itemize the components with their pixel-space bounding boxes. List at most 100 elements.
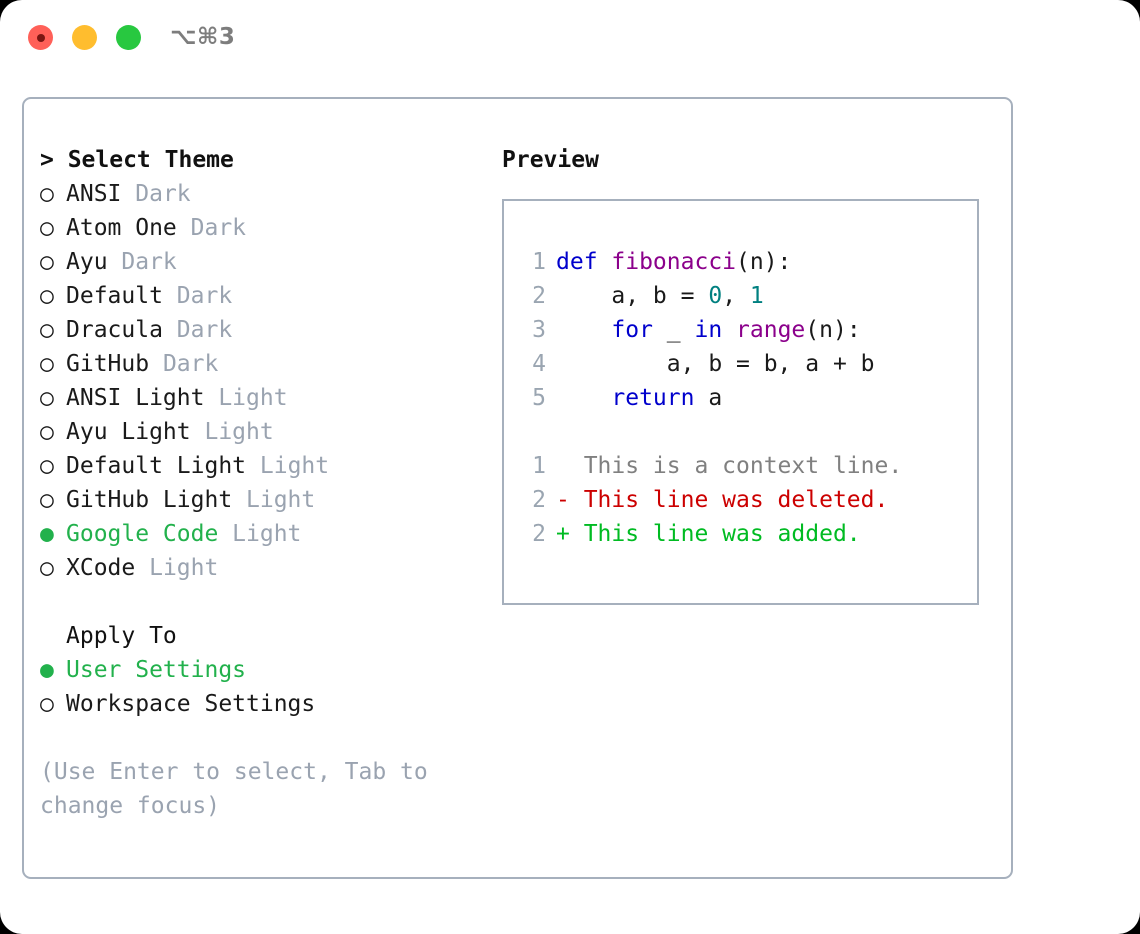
keyboard-hint: (Use Enter to select, Tab to change focu… <box>40 759 428 819</box>
radio-unselected-icon: ○ <box>40 691 54 717</box>
theme-option-tag: Dark <box>162 351 219 377</box>
theme-picker-column: > Select Theme ○ANSI Dark○Atom One Dark○… <box>40 143 480 823</box>
radio-unselected-icon: ○ <box>40 215 54 241</box>
diff-line-ctx: 1 This is a context line. <box>518 449 977 483</box>
code-token: _ <box>652 317 695 343</box>
diff-sample: 1 This is a context line. 2 - This line wa… <box>518 449 977 551</box>
code-token: a, b = <box>556 283 709 309</box>
radio-unselected-icon: ○ <box>40 283 54 309</box>
code-line: 5 return a <box>518 381 977 415</box>
theme-option-default[interactable]: ○ Default Dark <box>40 279 480 313</box>
theme-option-default-light[interactable]: ○Default Light Light <box>40 449 480 483</box>
line-number: 2 <box>532 521 546 547</box>
code-token: a, b = b, a + b <box>556 351 875 377</box>
diff-line-text: - This line was deleted. <box>556 487 889 513</box>
theme-option-tag: Dark <box>176 283 233 309</box>
minimize-button[interactable] <box>72 25 97 50</box>
line-number: 2 <box>532 487 546 513</box>
apply-to-option-label: User Settings <box>66 657 247 683</box>
diff-line-text: + This line was added. <box>556 521 861 547</box>
theme-picker-heading: > Select Theme <box>40 147 234 173</box>
theme-option-tag: Light <box>149 555 219 581</box>
diff-line-del: 2 - This line was deleted. <box>518 483 977 517</box>
theme-option-label: ANSI Light <box>66 385 219 411</box>
radio-unselected-icon: ○ <box>40 181 54 207</box>
theme-option-label: Ayu <box>66 249 122 275</box>
line-number: 1 <box>532 453 546 479</box>
title-bar: ⌥⌘3 <box>0 0 1140 78</box>
code-token: for <box>611 317 653 343</box>
theme-option-google-code[interactable]: ● Google Code Light <box>40 517 480 551</box>
line-number: 5 <box>532 385 546 411</box>
theme-option-tag: Dark <box>190 215 247 241</box>
radio-selected-icon: ● <box>40 657 54 683</box>
code-token: in <box>694 317 723 343</box>
theme-option-list: ○ ANSI Dark ○ Atom One Dark ○ Ayu Dark ○ Defaul… <box>40 177 480 585</box>
apply-to-heading: Apply To <box>66 623 177 649</box>
code-token: a <box>694 385 723 411</box>
theme-option-label: Atom One <box>66 215 191 241</box>
theme-option-tag: Light <box>232 521 302 547</box>
theme-option-label: ANSI <box>66 181 136 207</box>
apply-to-option-user-settings[interactable]: ● User Settings <box>40 653 480 687</box>
radio-selected-icon: ● <box>40 521 54 547</box>
apply-to-option-list: ● User Settings ○ Workspace Settings <box>40 653 480 721</box>
keyboard-shortcut-label: ⌥⌘3 <box>170 24 236 50</box>
theme-option-github-light[interactable]: ○ GitHub Light Light <box>40 483 480 517</box>
code-token <box>722 317 736 343</box>
code-token: range <box>736 317 806 343</box>
code-token: , <box>722 283 750 309</box>
theme-option-ayu[interactable]: ○ Ayu Dark <box>40 245 480 279</box>
radio-unselected-icon: ○ <box>40 419 54 445</box>
theme-option-label: Google Code <box>66 521 233 547</box>
preview-heading: Preview <box>502 147 599 173</box>
code-line: 2 a, b = 0, 1 <box>518 279 977 313</box>
close-button[interactable] <box>28 25 53 50</box>
line-number: 4 <box>532 351 546 377</box>
radio-unselected-icon: ○ <box>40 249 54 275</box>
radio-unselected-icon: ○ <box>40 453 54 479</box>
theme-option-tag: Dark <box>121 249 177 275</box>
theme-option-dracula[interactable]: ○Dracula Dark <box>40 313 480 347</box>
line-number: 1 <box>532 249 546 275</box>
apply-to-option-label: Workspace Settings <box>66 691 316 717</box>
theme-option-label: Dracula <box>66 317 177 343</box>
theme-option-label: Default <box>66 283 177 309</box>
line-number: 3 <box>532 317 546 343</box>
theme-option-label: GitHub <box>66 351 163 377</box>
theme-option-tag: Dark <box>176 317 233 343</box>
theme-option-tag: Light <box>218 385 288 411</box>
code-line: 4 a, b = b, a + b <box>518 347 977 381</box>
radio-unselected-icon: ○ <box>40 351 54 377</box>
theme-option-ansi-light[interactable]: ○ANSI Light Light <box>40 381 480 415</box>
theme-option-label: GitHub Light <box>66 487 247 513</box>
theme-option-label: Default Light <box>66 453 260 479</box>
theme-option-ansi[interactable]: ○ ANSI Dark <box>40 177 480 211</box>
diff-line-add: 2 + This line was added. <box>518 517 977 551</box>
radio-unselected-icon: ○ <box>40 487 54 513</box>
code-token: (n): <box>805 317 861 343</box>
diff-line-text: This is a context line. <box>556 453 903 479</box>
theme-option-label: Ayu Light <box>66 419 205 445</box>
theme-option-label: XCode <box>66 555 150 581</box>
line-number: 2 <box>532 283 546 309</box>
code-line: 3 for _ in range(n): <box>518 313 977 347</box>
maximize-button[interactable] <box>116 25 141 50</box>
theme-option-atom-one[interactable]: ○ Atom One Dark <box>40 211 480 245</box>
code-token: def <box>556 249 612 275</box>
theme-option-tag: Light <box>246 487 316 513</box>
code-token: 0 <box>708 283 723 309</box>
theme-option-tag: Light <box>204 419 274 445</box>
theme-option-github[interactable]: ○ GitHub Dark <box>40 347 480 381</box>
theme-option-ayu-light[interactable]: ○ Ayu Light Light <box>40 415 480 449</box>
main-panel: > Select Theme ○ANSI Dark○Atom One Dark○… <box>22 97 1013 879</box>
code-token <box>556 385 611 411</box>
apply-to-option-workspace-settings[interactable]: ○ Workspace Settings <box>40 687 480 721</box>
theme-option-tag: Dark <box>135 181 191 207</box>
theme-option-xcode[interactable]: ○XCode Light <box>40 551 480 585</box>
